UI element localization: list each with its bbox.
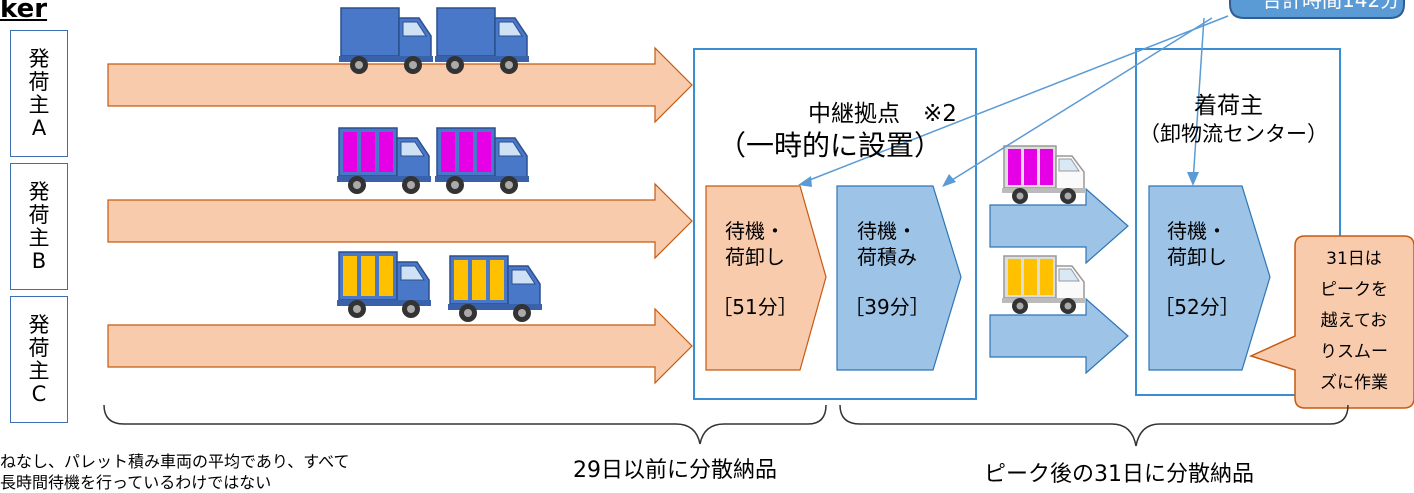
relay-unload-label: 待機・ 荷卸し ［51分］ [706, 218, 804, 320]
delivery-arrow-upper [989, 187, 1129, 265]
consignee-frame [1135, 48, 1341, 396]
shipper-a-box: 発 荷 主 A [10, 30, 68, 157]
delivery-truck-yellow-icon [1001, 255, 1087, 315]
relay-load-step [836, 185, 962, 371]
note-line-1: 31日は [1326, 249, 1382, 269]
shipper-c-char-1: 発 [28, 312, 50, 337]
shipper-a-char-1: 発 [28, 46, 50, 71]
relay-unload-step [705, 185, 827, 371]
consignee-subtitle: （卸物流センター） [1139, 122, 1328, 146]
shipper-a-char-2: 荷 [28, 69, 50, 94]
shipper-b-char-3: 主 [28, 225, 50, 250]
delivery-arrow-lower [989, 297, 1129, 375]
shipper-c-box: 発 荷 主 C [10, 296, 68, 423]
relay-unload-time: ［51分］ [712, 295, 798, 319]
relay-base-frame [693, 48, 977, 400]
connector-arrowhead-3 [1187, 172, 1199, 186]
relay-load-line1: 待機・ [857, 219, 917, 243]
consignee-unload-line2: 荷卸し [1167, 245, 1227, 269]
relay-load-label: 待機・ 荷積み ［39分］ [837, 218, 937, 320]
footnote-line-2: 長時間待機を行っているわけではない [0, 473, 272, 492]
relay-title: 中継拠点 ※2 [808, 101, 957, 127]
shipper-b-char-4: B [31, 248, 47, 273]
delivery-truck-magenta-icon [1001, 145, 1087, 205]
note-line-5: ズに作業 [1320, 373, 1388, 393]
consignee-title: 着荷主 [1194, 93, 1263, 119]
flow-arrow-b [107, 182, 693, 260]
brace-label-after: ピーク後の31日に分散納品 [984, 462, 1254, 487]
brace-before [103, 404, 827, 445]
note-line-2: ピークを [1320, 280, 1388, 300]
relay-load-line2: 荷積み [857, 245, 917, 269]
total-time-callout: 合計時間142分 [1262, 0, 1401, 12]
consignee-unload-label: 待機・ 荷卸し ［52分］ [1149, 218, 1245, 320]
truck-b2-icon [434, 127, 530, 195]
connector-arrowhead-2 [942, 174, 956, 187]
truck-c2-icon [447, 255, 543, 323]
connector-arrowhead-1 [798, 176, 812, 187]
truck-b1-icon [336, 127, 432, 195]
flow-arrow-a [107, 46, 693, 124]
shipper-a-char-3: 主 [28, 92, 50, 117]
relay-load-time: ［39分］ [844, 295, 930, 319]
note-callout-text: 31日は ピークを 越えてお りスムー ズに作業 [1296, 244, 1412, 399]
total-time-callout-shape [1229, 0, 1405, 19]
shipper-c-char-2: 荷 [28, 335, 50, 360]
consignee-unload-step [1148, 185, 1271, 371]
consignee-unload-time: ［52分］ [1154, 295, 1240, 319]
consignee-unload-line1: 待機・ [1167, 219, 1227, 243]
page-title-fragment: ker [0, 0, 48, 24]
brace-after [839, 404, 1349, 447]
note-line-4: りスムー [1320, 342, 1388, 362]
shipper-c-char-4: C [31, 381, 47, 406]
truck-c1-icon [336, 251, 432, 319]
relay-subtitle: （一時的に設置） [718, 129, 943, 162]
shipper-c-char-3: 主 [28, 358, 50, 383]
flow-arrow-c [107, 307, 693, 385]
note-line-3: 越えてお [1320, 311, 1388, 331]
callout-connectors [801, 15, 1229, 186]
relay-unload-line1: 待機・ [725, 219, 785, 243]
shipper-b-char-1: 発 [28, 179, 50, 204]
relay-unload-line2: 荷卸し [725, 245, 785, 269]
note-callout-shape [1248, 235, 1414, 409]
shipper-b-box: 発 荷 主 B [10, 163, 68, 290]
footnote-line-1: ねなし、パレット積み車両の平均であり、すべて [0, 452, 350, 471]
shipper-b-char-2: 荷 [28, 202, 50, 227]
brace-label-before: 29日以前に分散納品 [573, 458, 777, 483]
shipper-a-char-4: A [31, 115, 47, 140]
